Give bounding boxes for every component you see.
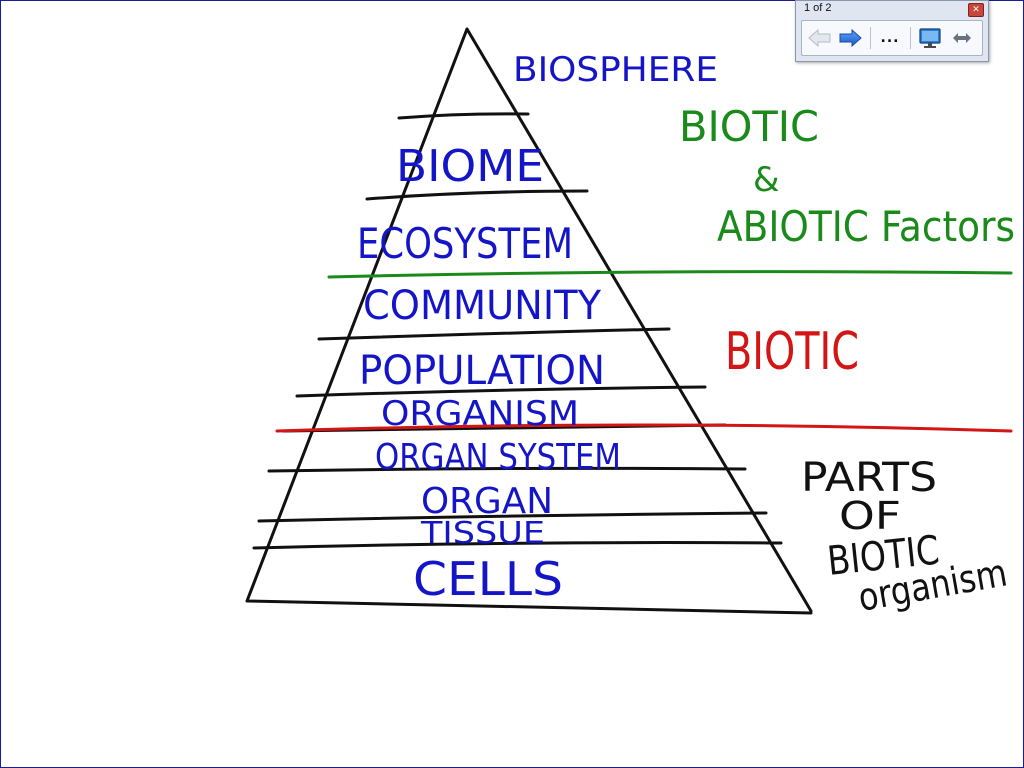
toolbar-separator bbox=[870, 27, 871, 49]
monitor-icon bbox=[919, 28, 941, 48]
more-label: ... bbox=[880, 30, 900, 46]
annotation-biotic-abiotic-line1: BIOTIC bbox=[679, 102, 819, 151]
level-divider bbox=[295, 385, 707, 398]
annotation-biotic-abiotic-line3: ABIOTIC Factors bbox=[717, 202, 1015, 251]
level-label-ecosystem: ECOSYSTEM bbox=[357, 219, 573, 268]
toolbar-separator bbox=[910, 27, 911, 49]
level-label-community: COMMUNITY bbox=[363, 283, 602, 329]
level-label-population: POPULATION bbox=[359, 348, 605, 394]
annotation-biotic: BIOTIC bbox=[725, 322, 859, 382]
level-divider bbox=[257, 511, 768, 523]
level-divider bbox=[252, 541, 783, 550]
slide-navigator-toolbar: 1 of 2 ✕ ... bbox=[795, 0, 989, 62]
swap-arrows-icon bbox=[953, 33, 971, 43]
annotation-ampersand: & bbox=[753, 160, 780, 200]
level-divider bbox=[267, 466, 747, 473]
toolbar-button-group: ... bbox=[801, 20, 983, 56]
close-icon[interactable]: ✕ bbox=[968, 3, 984, 17]
fit-width-button[interactable] bbox=[948, 25, 976, 51]
biotic-divider-line bbox=[275, 423, 1013, 433]
level-label-organ-system: ORGAN SYSTEM bbox=[375, 437, 621, 478]
more-options-button[interactable]: ... bbox=[876, 25, 904, 51]
level-divider bbox=[317, 327, 671, 341]
level-label-biome: BIOME bbox=[396, 141, 544, 192]
arrow-right-icon bbox=[839, 28, 862, 48]
fullscreen-button[interactable] bbox=[916, 25, 944, 51]
page-indicator: 1 of 2 bbox=[804, 2, 832, 14]
level-label-biosphere: BIOSPHERE bbox=[513, 50, 718, 90]
level-label-cells: CELLS bbox=[413, 552, 563, 606]
next-page-button[interactable] bbox=[836, 25, 864, 51]
level-divider bbox=[365, 189, 589, 201]
previous-page-button[interactable] bbox=[806, 25, 834, 51]
level-label-organism: ORGANISM bbox=[381, 394, 579, 434]
abiotic-divider-line bbox=[327, 270, 1013, 279]
annotation-parts-line1: PARTS bbox=[801, 455, 937, 501]
arrow-left-icon bbox=[808, 28, 831, 48]
level-divider bbox=[397, 112, 530, 120]
level-label-organ: ORGAN bbox=[421, 481, 553, 522]
annotation-parts-line2: OF bbox=[839, 494, 901, 538]
level-label-tissue: TISSUE bbox=[420, 516, 545, 551]
